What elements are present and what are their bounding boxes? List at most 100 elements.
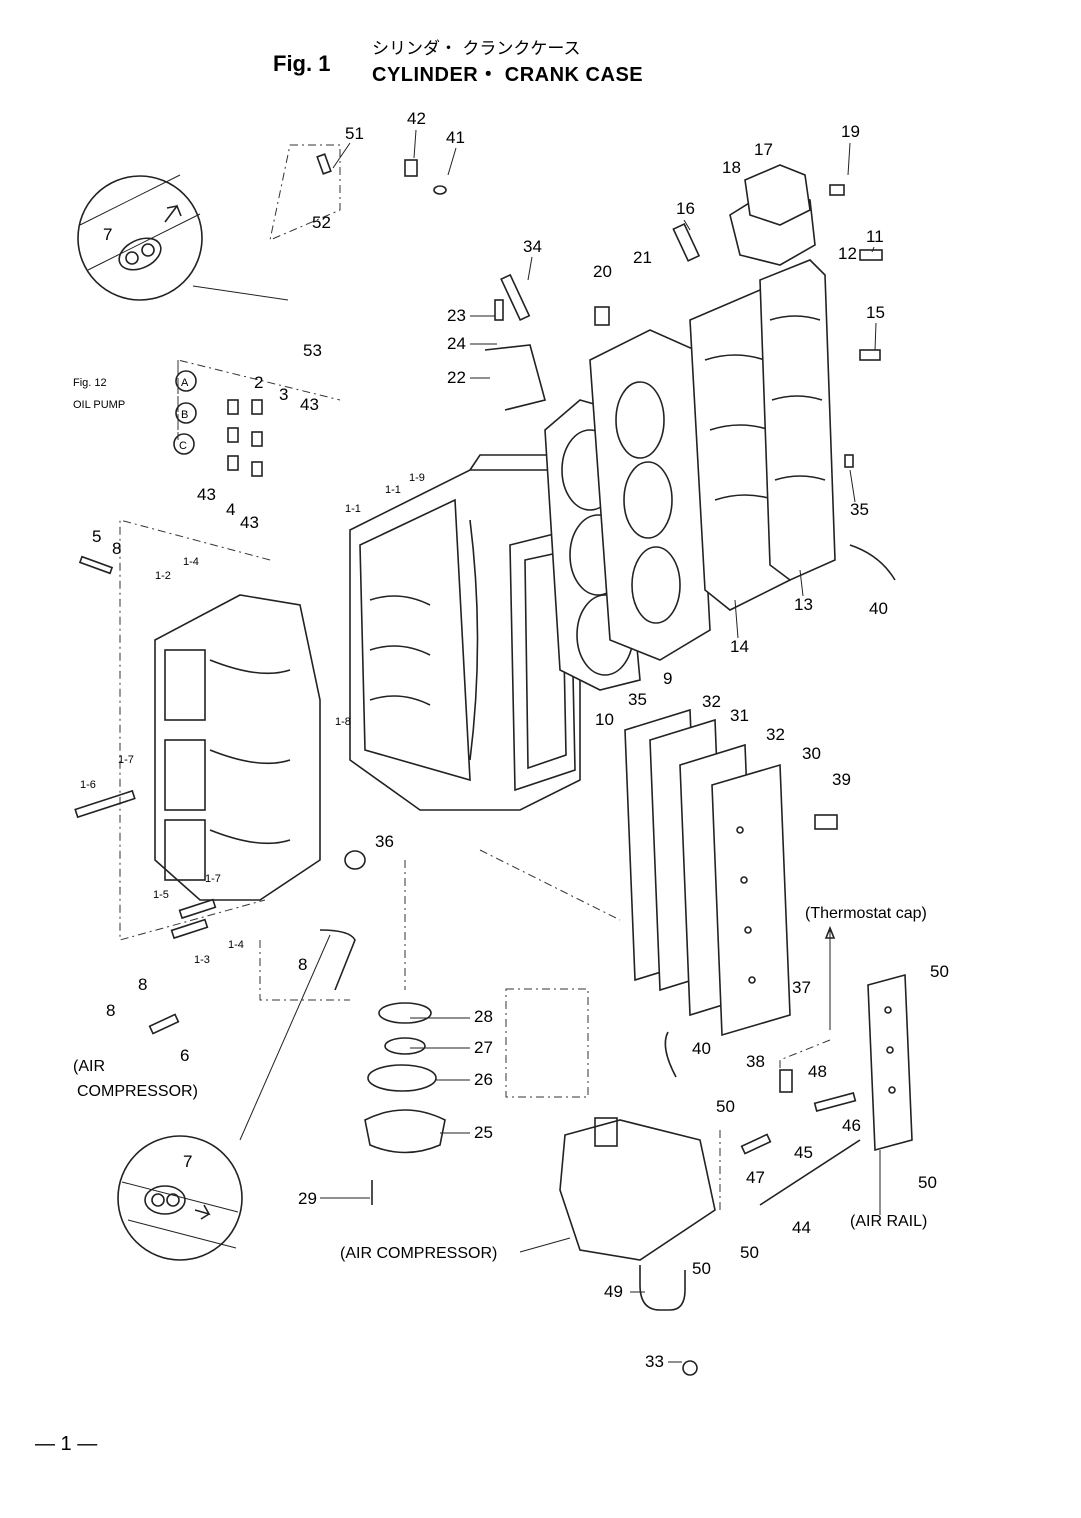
fig-12-ref: Fig. 12 — [73, 377, 107, 389]
port-c-badge — [173, 433, 195, 455]
title-english: CYLINDER・ CRANK CASE — [372, 64, 643, 86]
part-7-bottom: 7 — [183, 1152, 192, 1171]
detail-circle-bottom — [117, 1135, 243, 1261]
part-14: 14 — [730, 637, 749, 656]
hardware-pieces — [74, 153, 896, 1155]
air-compressor-note-1: (AIR — [73, 1058, 105, 1075]
part-1-4-a: 1-4 — [183, 556, 199, 568]
port-a-badge — [175, 370, 197, 392]
part-8-a: 8 — [112, 539, 121, 558]
part-15: 15 — [866, 303, 885, 322]
part-1-7-a: 1-7 — [118, 754, 134, 766]
part-8-c: 8 — [138, 975, 147, 994]
part-2: 2 — [254, 373, 263, 392]
thermostat-cap-note: (Thermostat cap) — [805, 905, 927, 922]
part-9: 9 — [663, 669, 672, 688]
oil-pump-ref: OIL PUMP — [73, 399, 125, 411]
part-40-a: 40 — [869, 599, 888, 618]
part-27: 27 — [474, 1038, 493, 1057]
title-japanese: シリンダ・ クランクケース — [372, 39, 581, 59]
part-42: 42 — [407, 109, 426, 128]
part-47: 47 — [746, 1168, 765, 1187]
part-16: 16 — [676, 199, 695, 218]
part-40-b: 40 — [692, 1039, 711, 1058]
leader-lines — [320, 129, 877, 1363]
port-b-badge — [175, 402, 197, 424]
part-35-b: 35 — [628, 690, 647, 709]
part-5: 5 — [92, 527, 101, 546]
cylinder-block — [349, 454, 581, 811]
part-46: 46 — [842, 1116, 861, 1135]
air-compressor-note-2: COMPRESSOR) — [77, 1083, 198, 1100]
part-8-b: 8 — [298, 955, 307, 974]
port-a: A — [181, 377, 189, 389]
part-29: 29 — [298, 1189, 317, 1208]
part-11: 11 — [866, 227, 884, 246]
crank-case — [154, 594, 321, 901]
part-7-top: 7 — [103, 225, 112, 244]
air-rail — [759, 973, 913, 1206]
part-34: 34 — [523, 237, 542, 256]
part-49: 49 — [604, 1282, 623, 1301]
thermostat-cover — [729, 164, 816, 266]
part-numbers: 51 42 41 52 53 34 16 18 17 19 21 20 12 1… — [80, 109, 949, 1371]
part-37: 37 — [792, 978, 811, 997]
figure-number: Fig. 1 — [273, 51, 330, 76]
part-1-9: 1-9 — [409, 472, 425, 484]
exhaust-cover-stack — [624, 708, 791, 1037]
part-51: 51 — [345, 124, 364, 143]
part-10: 10 — [595, 710, 614, 729]
part-35-a: 35 — [850, 500, 869, 519]
part-4: 4 — [226, 500, 235, 519]
part-1-3: 1-3 — [194, 954, 210, 966]
part-1-7-b: 1-7 — [205, 873, 221, 885]
head-cover — [759, 259, 836, 581]
part-20: 20 — [593, 262, 612, 281]
part-50-d: 50 — [740, 1243, 759, 1262]
arrow-icon — [164, 204, 182, 223]
port-b: B — [181, 409, 188, 421]
part-43-b: 43 — [197, 485, 216, 504]
part-53: 53 — [303, 341, 322, 360]
part-50-a: 50 — [930, 962, 949, 981]
part-22: 22 — [447, 368, 466, 387]
part-43-a: 43 — [300, 395, 319, 414]
air-rail-label: (AIR RAIL) — [850, 1213, 927, 1230]
part-41: 41 — [446, 128, 465, 147]
part-24: 24 — [447, 334, 466, 353]
part-50-e: 50 — [692, 1259, 711, 1278]
part-32-a: 32 — [702, 692, 721, 711]
air-compressor-label: (AIR COMPRESSOR) — [340, 1245, 497, 1262]
part-31: 31 — [730, 706, 749, 725]
part-1-1-a: 1-1 — [385, 484, 401, 496]
part-17: 17 — [754, 140, 773, 159]
page-number: — 1 — — [35, 1433, 97, 1455]
part-1-8: 1-8 — [335, 716, 351, 728]
part-1-4-b: 1-4 — [228, 939, 244, 951]
part-45: 45 — [794, 1143, 813, 1162]
part-1-1-b: 1-1 — [345, 503, 361, 515]
part-50-b: 50 — [716, 1097, 735, 1116]
part-30: 30 — [802, 744, 821, 763]
part-1-2: 1-2 — [155, 570, 171, 582]
part-39: 39 — [832, 770, 851, 789]
part-6: 6 — [180, 1046, 189, 1065]
part-32-b: 32 — [766, 725, 785, 744]
part-33: 33 — [645, 1352, 664, 1371]
part-43-c: 43 — [240, 513, 259, 532]
part-44: 44 — [792, 1218, 811, 1237]
part-12: 12 — [838, 244, 857, 263]
part-36: 36 — [375, 832, 394, 851]
part-18: 18 — [722, 158, 741, 177]
arrow-icon-2 — [194, 1204, 211, 1220]
part-23: 23 — [447, 306, 466, 325]
part-19: 19 — [841, 122, 860, 141]
part-21: 21 — [633, 248, 652, 267]
part-3: 3 — [279, 385, 288, 404]
cylinder-head — [589, 329, 711, 661]
part-28: 28 — [474, 1007, 493, 1026]
part-48: 48 — [808, 1062, 827, 1081]
part-1-5: 1-5 — [153, 889, 169, 901]
part-52: 52 — [312, 213, 331, 232]
